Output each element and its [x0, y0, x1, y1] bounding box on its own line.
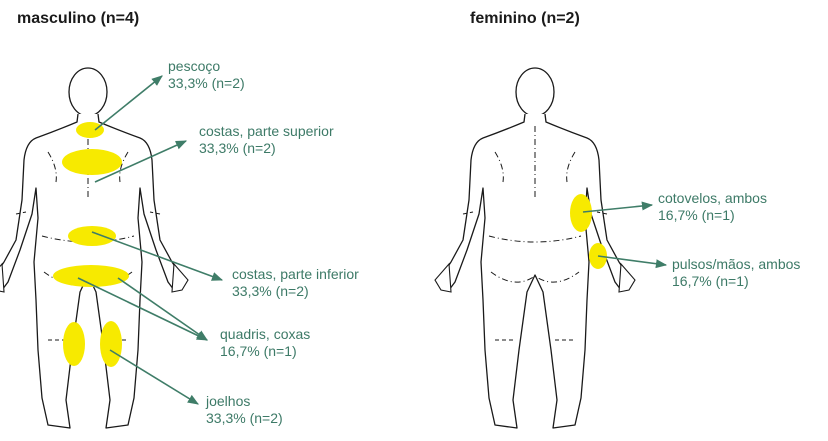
label-pescoco-name: pescoço [168, 58, 245, 75]
arrow-quadris-coxas-a [78, 278, 207, 340]
label-quadris-coxas-value: 16,7% (n=1) [220, 343, 310, 360]
label-pulsos-maos: pulsos/mãos, ambos 16,7% (n=1) [672, 256, 800, 290]
label-quadris-coxas: quadris, coxas 16,7% (n=1) [220, 326, 310, 360]
region-joelho-direito [100, 321, 122, 367]
body-outline-masculino [0, 68, 188, 428]
label-quadris-coxas-name: quadris, coxas [220, 326, 310, 343]
label-costas-inferior-name: costas, parte inferior [232, 266, 359, 283]
region-costas-inferior [68, 226, 116, 246]
label-joelhos-value: 33,3% (n=2) [206, 410, 283, 427]
label-costas-superior-name: costas, parte superior [199, 123, 334, 140]
region-costas-superior [62, 149, 122, 175]
label-cotovelos-name: cotovelos, ambos [658, 190, 767, 207]
label-costas-inferior: costas, parte inferior 33,3% (n=2) [232, 266, 359, 300]
label-pulsos-maos-name: pulsos/mãos, ambos [672, 256, 800, 273]
label-joelhos: joelhos 33,3% (n=2) [206, 393, 283, 427]
label-costas-superior: costas, parte superior 33,3% (n=2) [199, 123, 334, 157]
region-cotovelos [570, 194, 592, 232]
label-pulsos-maos-value: 16,7% (n=1) [672, 273, 800, 290]
label-costas-inferior-value: 33,3% (n=2) [232, 283, 359, 300]
label-cotovelos: cotovelos, ambos 16,7% (n=1) [658, 190, 767, 224]
region-pescoco [76, 122, 104, 138]
label-pescoco: pescoço 33,3% (n=2) [168, 58, 245, 92]
label-pescoco-value: 33,3% (n=2) [168, 75, 245, 92]
label-joelhos-name: joelhos [206, 393, 283, 410]
region-joelho-esquerdo [63, 322, 85, 366]
label-costas-superior-value: 33,3% (n=2) [199, 140, 334, 157]
label-cotovelos-value: 16,7% (n=1) [658, 207, 767, 224]
